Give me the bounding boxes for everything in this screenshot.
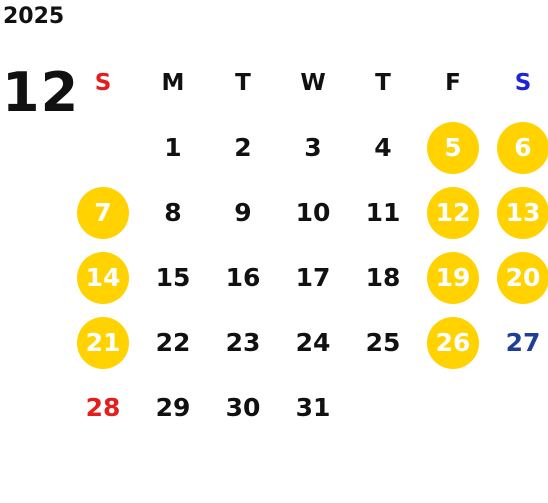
day-number: 18 bbox=[365, 263, 401, 292]
day-cell[interactable]: 24 bbox=[278, 310, 348, 375]
day-number: 9 bbox=[234, 198, 252, 227]
day-number: 15 bbox=[155, 263, 191, 292]
day-cell[interactable]: 15 bbox=[138, 245, 208, 310]
month-label: 12 bbox=[2, 61, 80, 124]
day-cell[interactable]: 28 bbox=[68, 375, 138, 440]
day-cell[interactable]: 11 bbox=[348, 180, 418, 245]
day-number-highlighted: 14 bbox=[77, 251, 129, 304]
day-number-highlighted: 7 bbox=[77, 186, 129, 239]
day-number: 30 bbox=[225, 393, 261, 422]
day-cell[interactable]: 16 bbox=[208, 245, 278, 310]
day-number: 2 bbox=[234, 133, 252, 162]
weekday-header: S bbox=[514, 69, 532, 96]
day-cell[interactable]: 9 bbox=[208, 180, 278, 245]
day-cell[interactable]: 29 bbox=[138, 375, 208, 440]
day-cell[interactable]: 23 bbox=[208, 310, 278, 375]
day-cell[interactable]: 1 bbox=[138, 115, 208, 180]
day-cell[interactable]: 31 bbox=[278, 375, 348, 440]
day-cell[interactable]: 21 bbox=[68, 310, 138, 375]
weekday-header: T bbox=[235, 69, 251, 96]
day-cell[interactable]: 5 bbox=[418, 115, 488, 180]
day-cell[interactable]: 6 bbox=[488, 115, 548, 180]
day-cell[interactable]: 22 bbox=[138, 310, 208, 375]
day-cell[interactable]: 26 bbox=[418, 310, 488, 375]
day-cell[interactable]: 25 bbox=[348, 310, 418, 375]
day-number: 28 bbox=[85, 393, 121, 422]
day-cell[interactable]: 13 bbox=[488, 180, 548, 245]
day-number: 17 bbox=[295, 263, 331, 292]
day-number: 23 bbox=[225, 328, 261, 357]
day-number-highlighted: 12 bbox=[427, 186, 479, 239]
day-cell[interactable]: 18 bbox=[348, 245, 418, 310]
day-cell[interactable]: 8 bbox=[138, 180, 208, 245]
day-number: 22 bbox=[155, 328, 191, 357]
weekday-header: S bbox=[94, 69, 112, 96]
weekday-header: W bbox=[300, 69, 326, 96]
weekday-header: F bbox=[445, 69, 461, 96]
day-number: 27 bbox=[505, 328, 541, 357]
weekday-header: M bbox=[161, 69, 185, 96]
year-label: 2025 bbox=[3, 4, 65, 29]
day-number-highlighted: 13 bbox=[497, 186, 548, 239]
day-number: 24 bbox=[295, 328, 331, 357]
day-cell[interactable]: 10 bbox=[278, 180, 348, 245]
day-number-highlighted: 5 bbox=[427, 121, 479, 174]
day-number: 25 bbox=[365, 328, 401, 357]
day-cell[interactable]: 20 bbox=[488, 245, 548, 310]
day-number-highlighted: 20 bbox=[497, 251, 548, 304]
day-number: 11 bbox=[365, 198, 401, 227]
day-number-highlighted: 21 bbox=[77, 316, 129, 369]
weekday-header: T bbox=[375, 69, 391, 96]
day-cell[interactable]: 4 bbox=[348, 115, 418, 180]
day-cell[interactable]: 17 bbox=[278, 245, 348, 310]
day-number-highlighted: 26 bbox=[427, 316, 479, 369]
day-number-highlighted: 6 bbox=[497, 121, 548, 174]
day-number: 3 bbox=[304, 133, 322, 162]
day-cell[interactable]: 30 bbox=[208, 375, 278, 440]
day-cell[interactable]: 14 bbox=[68, 245, 138, 310]
day-number: 1 bbox=[164, 133, 182, 162]
day-cell[interactable]: 3 bbox=[278, 115, 348, 180]
day-number: 29 bbox=[155, 393, 191, 422]
day-cell[interactable]: 12 bbox=[418, 180, 488, 245]
day-cell[interactable]: 27 bbox=[488, 310, 548, 375]
day-number: 4 bbox=[374, 133, 392, 162]
day-number: 10 bbox=[295, 198, 331, 227]
day-cell[interactable]: 19 bbox=[418, 245, 488, 310]
day-number-highlighted: 19 bbox=[427, 251, 479, 304]
day-cell[interactable]: 7 bbox=[68, 180, 138, 245]
day-cell[interactable]: 2 bbox=[208, 115, 278, 180]
day-number: 16 bbox=[225, 263, 261, 292]
day-number: 8 bbox=[164, 198, 182, 227]
day-number: 31 bbox=[295, 393, 331, 422]
